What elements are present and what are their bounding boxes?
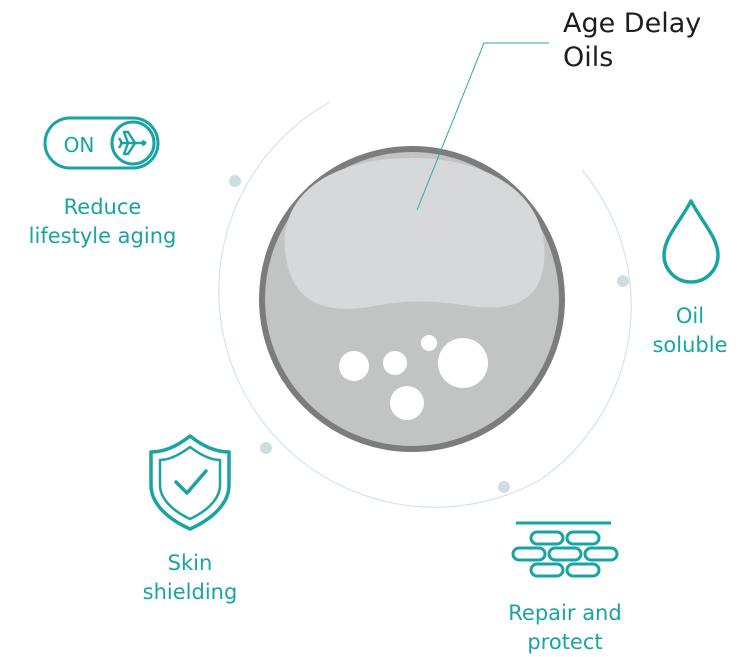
oil-sphere: [259, 146, 565, 452]
bubble: [383, 351, 407, 375]
label-repair-and-protect: Repair and protect: [508, 601, 622, 654]
orbit-dot: [229, 175, 241, 187]
bubble: [390, 386, 424, 420]
shield-check-icon: [149, 434, 231, 531]
bubble: [339, 351, 369, 381]
brick-wall-icon: [511, 521, 619, 578]
bubble: [438, 338, 488, 388]
orbit-ring: [218, 101, 632, 508]
bubble: [421, 335, 437, 351]
diagram-title: Age Delay Oils: [563, 7, 701, 75]
droplet-icon: [662, 199, 720, 284]
title-callout-line: [416, 42, 549, 211]
label-reduce-lifestyle-aging: Reduce lifestyle aging: [28, 195, 177, 248]
orbit-dot: [260, 442, 272, 454]
airplane-toggle-icon: [43, 116, 160, 170]
label-oil-soluble: Oil soluble: [652, 304, 728, 357]
orbit-dot: [498, 481, 510, 493]
title-line-1: Age Delay: [563, 8, 702, 39]
label-skin-shielding: Skin shielding: [142, 551, 238, 604]
title-line-2: Oils: [563, 42, 614, 73]
orbit-dot: [617, 275, 629, 287]
toggle-on-text: ON: [64, 133, 95, 157]
